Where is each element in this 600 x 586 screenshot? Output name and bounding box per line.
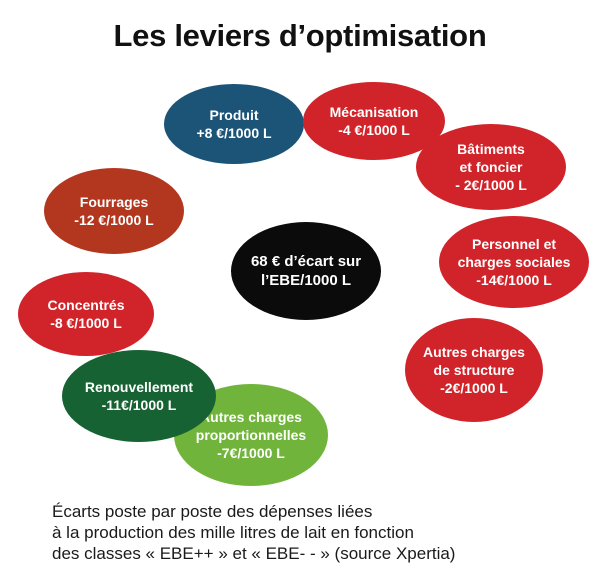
lever-value: -4 €/1000 L — [338, 122, 410, 138]
lever-value: - 2€/1000 L — [455, 177, 527, 193]
lever-concentres: Concentrés -8 €/1000 L — [18, 272, 154, 356]
lever-mecanisation: Mécanisation -4 €/1000 L — [303, 82, 445, 160]
center-line-2: l’EBE/1000 L — [260, 272, 352, 289]
caption-line-1: Écarts poste par poste des dépenses liée… — [52, 502, 373, 521]
lever-autres-charges-structure: Autres charges de structure -2€/1000 L — [405, 318, 543, 422]
lever-label: Produit — [209, 107, 259, 123]
lever-label: Mécanisation — [329, 104, 419, 120]
lever-value: -2€/1000 L — [440, 380, 508, 396]
lever-renouvellement: Renouvellement -11€/1000 L — [62, 350, 216, 442]
lever-value: -8 €/1000 L — [50, 315, 122, 331]
center-total-ecart: 68 € d’écart sur l’EBE/1000 L — [231, 222, 381, 320]
caption-line-2: à la production des mille litres de lait… — [52, 523, 414, 542]
lever-label: Autres charges — [423, 344, 525, 360]
lever-value: -7€/1000 L — [217, 445, 285, 461]
figure-caption: Écarts poste par poste des dépenses liée… — [52, 501, 592, 564]
lever-label-2: proportionnelles — [195, 427, 307, 443]
lever-personnel-charges-sociales: Personnel et charges sociales -14€/1000 … — [439, 216, 589, 308]
lever-value: -14€/1000 L — [476, 272, 552, 288]
lever-produit: Produit +8 €/1000 L — [164, 84, 304, 164]
lever-label: Concentrés — [47, 297, 125, 313]
lever-label: Bâtiments — [457, 141, 525, 157]
lever-value: -11€/1000 L — [101, 397, 177, 413]
lever-label-2: de structure — [433, 362, 515, 378]
lever-label: Fourrages — [79, 194, 149, 210]
caption-line-3: des classes « EBE++ » et « EBE- - » (sou… — [52, 544, 456, 563]
lever-batiments-foncier: Bâtiments et foncier - 2€/1000 L — [416, 124, 566, 210]
center-line-1: 68 € d’écart sur — [250, 253, 362, 270]
lever-label: Renouvellement — [84, 379, 194, 395]
lever-value: -12 €/1000 L — [74, 212, 154, 228]
lever-label-2: et foncier — [459, 159, 523, 175]
lever-label: Personnel et — [471, 236, 557, 252]
lever-fourrages: Fourrages -12 €/1000 L — [44, 168, 184, 254]
page-title: Les leviers d’optimisation — [113, 18, 487, 53]
lever-label-2: charges sociales — [457, 254, 571, 270]
lever-label: Autres charges — [200, 409, 302, 425]
lever-value: +8 €/1000 L — [196, 125, 272, 141]
